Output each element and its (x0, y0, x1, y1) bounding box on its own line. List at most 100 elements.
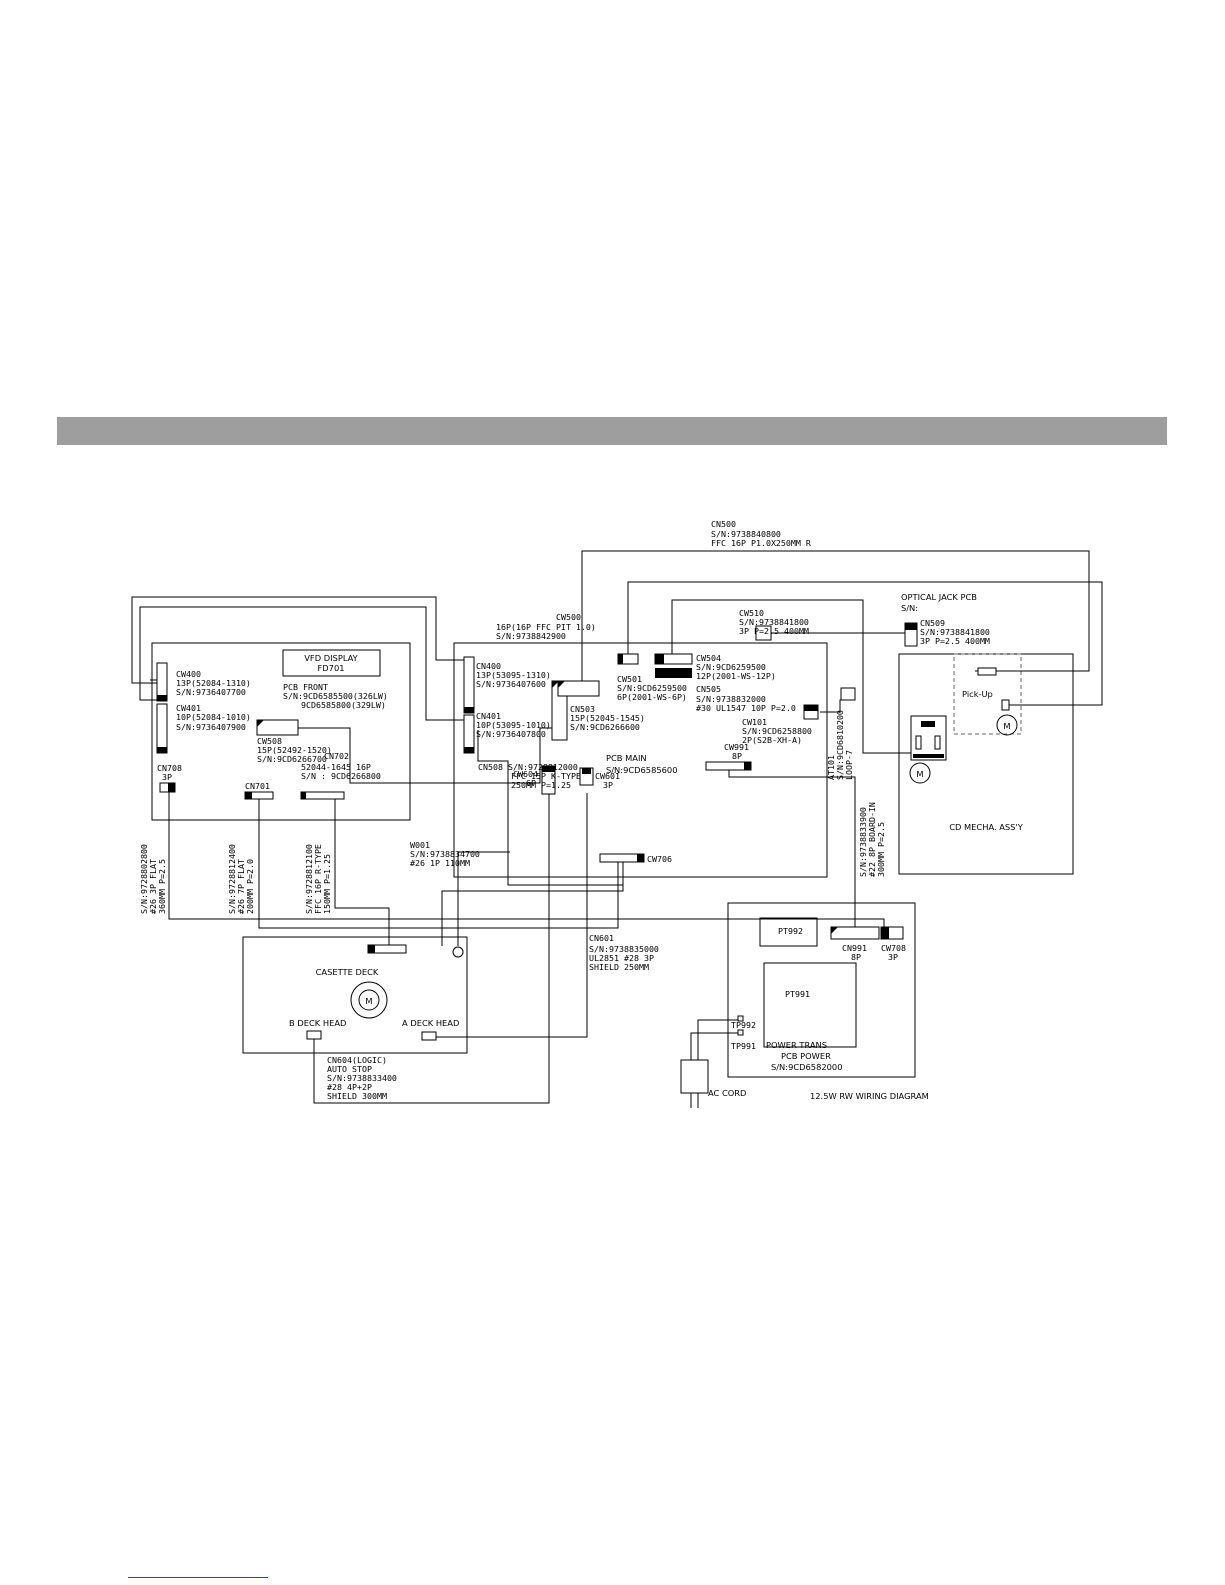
cn505-spec: #30 UL1547 10P P=2.0 (696, 703, 796, 713)
power-trans-label: POWER TRANS (766, 1040, 827, 1050)
cn503-label: CN503 (570, 704, 595, 714)
cn601-spec: UL2851 #28 3P (589, 953, 654, 963)
cn991-connector (830, 926, 880, 940)
cn601-length: SHIELD 250MM (589, 962, 649, 972)
cassette-motor-outer-icon (350, 981, 388, 1019)
cw400-label: CW400 (176, 669, 201, 679)
at101-label: AT101 (826, 755, 836, 780)
cn991-label: CN991 (842, 943, 867, 953)
pcb-power-board (727, 902, 916, 1078)
cw401-spec: 10P(52084-1010) (176, 712, 251, 722)
cn500-sn: S/N:9738840800 (711, 529, 781, 539)
cable3-length: 150MM P=1.25 (322, 854, 332, 914)
cw504-spec: 12P(2001-WS-12P) (696, 671, 776, 681)
cw400-sn: S/N:9736407700 (176, 687, 246, 697)
cw510-label: CW510 (739, 608, 764, 618)
cn509-spec: 3P P=2.5 400MM (920, 636, 990, 646)
connectors (156, 622, 1010, 1041)
cn508-spec: FFC 15P K-TYPE (511, 771, 581, 781)
cn601-sn: S/N:9738835000 (589, 944, 659, 954)
at101-spec: LOOP-7 (844, 750, 854, 780)
cw601-spec: 3P (603, 780, 613, 790)
cw501-sn: S/N:9CD6259500 (617, 683, 687, 693)
cw706-label: CW706 (647, 854, 672, 864)
cw510-sn: S/N:9738841800 (739, 617, 809, 627)
wires (131, 550, 1103, 1108)
cn505-label: CN505 (696, 684, 721, 694)
at101-box (840, 687, 856, 701)
pcb-front-sn2: 9CD6585800(329LW) (301, 700, 386, 710)
cn708-spec: 3P (162, 772, 172, 782)
cw401-connector (156, 703, 168, 754)
optical-jack-sn: S/N: (901, 603, 918, 613)
cn400-label: CN400 (476, 661, 501, 671)
pcb-power-label: PCB POWER (781, 1051, 831, 1061)
cw508-sn: S/N:9CD6266700 (257, 754, 327, 764)
pt992-label: PT992 (778, 926, 803, 936)
cn505-sn: S/N:9738832000 (696, 694, 766, 704)
cw504-sn: S/N:9CD6259500 (696, 662, 766, 672)
cassette-title: CASETTE DECK (316, 967, 379, 977)
a-deck-head-connector (421, 1031, 437, 1041)
at101-sn: S/N:9CD6810200 (835, 710, 845, 780)
cable4-spec: #22 8P BOARD-IN (867, 802, 877, 877)
cw501-spec: 6P(2001-WS-6P) (617, 692, 687, 702)
ac-cord-label: AC CORD (708, 1088, 746, 1098)
cn401-sn: S/N:9736407800 (476, 729, 546, 739)
pcb-main-board (453, 642, 828, 878)
cn400-spec: 13P(53095-1310) (476, 670, 551, 680)
pickup-connector (977, 667, 997, 676)
pcb-front-sn1: S/N:9CD6585500(326LW) (283, 691, 388, 701)
cassette-motor-inner-icon (358, 989, 380, 1011)
cable4-sn: S/N:9738833900 (858, 807, 868, 877)
cn604-length: SHIELD 300MM (327, 1091, 387, 1101)
cn509-label: CN509 (920, 618, 945, 628)
cw101-sn: S/N:9CD6258800 (742, 726, 812, 736)
pcb-front-title: PCB FRONT (283, 682, 328, 692)
diagram-title: 12.5W RW WIRING DIAGRAM (810, 1091, 929, 1101)
motor-icon: M (365, 996, 372, 1006)
cw604-label: CW604 (513, 769, 538, 779)
pcb-power-sn: S/N:9CD6582000 (771, 1062, 842, 1072)
b-deck-head-connector (306, 1030, 322, 1040)
cw501-6p-connector (655, 668, 692, 678)
cn702-connector (300, 791, 345, 800)
cn604-sn: S/N:9738833400 (327, 1073, 397, 1083)
cw510-connector (755, 625, 772, 641)
cn702-sn: S/N : 9CD6266800 (301, 771, 381, 781)
cn701-label: CN701 (245, 781, 270, 791)
cw401-sn: S/N:9736407900 (176, 722, 246, 732)
pt991-label: PT991 (785, 989, 810, 999)
pcb-main-title: PCB MAIN (606, 753, 647, 763)
cable1-length: 360MM P=2.5 (157, 859, 167, 914)
pt992-box (759, 917, 818, 947)
cassette-hole-icon (452, 946, 464, 958)
cn500-label: CN500 (711, 519, 736, 529)
cn400-sn: S/N:9736407600 (476, 679, 546, 689)
cw708-spec: 3P (888, 952, 898, 962)
cable3-sn: S/N:9728812100 (304, 844, 314, 914)
a-deck-head-label: A DECK HEAD (402, 1018, 459, 1028)
cn991-spec: 8P (851, 952, 861, 962)
cn509-sn: S/N:9738841800 (920, 627, 990, 637)
tp991-point (737, 1029, 744, 1036)
b-deck-head-label: B DECK HEAD (289, 1018, 346, 1028)
cw101-label: CW101 (742, 717, 767, 727)
motor-icons: M M M (350, 714, 1018, 1019)
cw500-label: CW500 (556, 612, 581, 622)
vfd-title: VFD DISPLAY (304, 653, 358, 663)
cn400-connector (463, 656, 475, 714)
footer-link-underline (128, 1577, 268, 1578)
cn601-label: CN601 (589, 933, 614, 943)
cn702-label: CN702 (324, 751, 349, 761)
pcb-main-sn: S/N:9CD6585600 (606, 765, 677, 775)
cd-mecha-title: CD MECHA. ASS'Y (949, 822, 1024, 832)
cw401-label: CW401 (176, 703, 201, 713)
cd-spindle-motor-icon (909, 762, 931, 784)
cn604-auto-stop: AUTO STOP (327, 1064, 372, 1074)
cable1-spec: #26 3P FLAT (148, 859, 158, 914)
labels: CN500 S/N:9738840800 FFC 16P P1.0X250MM … (139, 519, 1024, 1101)
vfd-display-box (282, 649, 381, 677)
cw400-spec: 13P(52084-1310) (176, 678, 251, 688)
